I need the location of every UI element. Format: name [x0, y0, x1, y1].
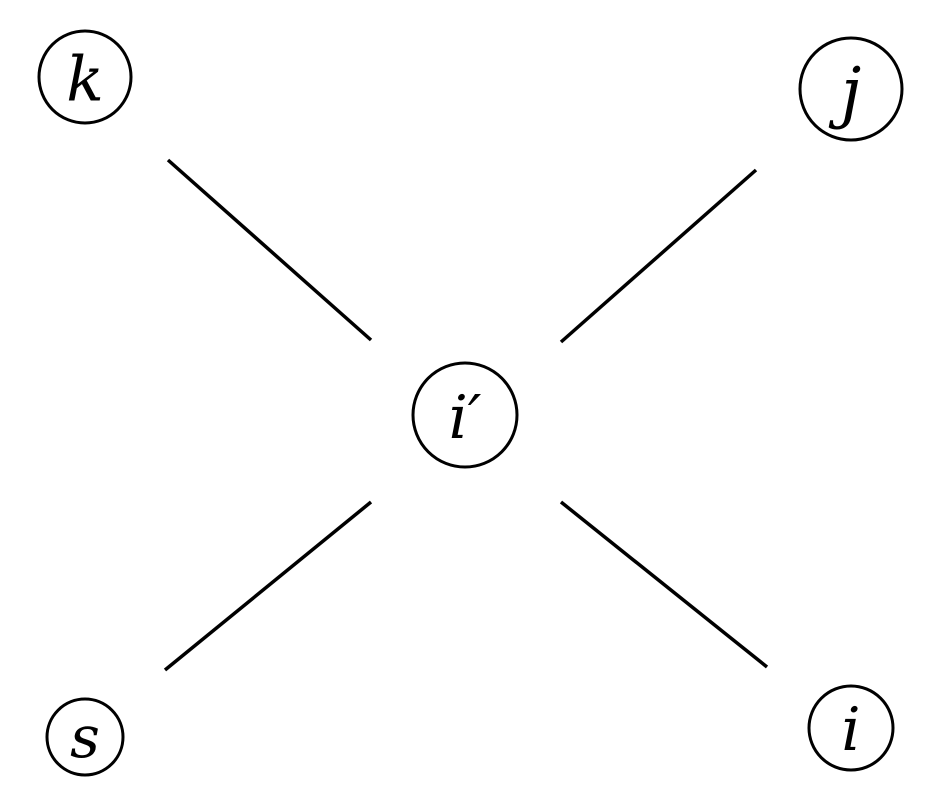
- node-i-circle: [807, 684, 895, 772]
- node-i-prime-label: i′: [449, 383, 482, 453]
- node-i-prime: i′: [411, 361, 519, 469]
- node-k-label: k: [66, 43, 104, 116]
- node-j-label: j: [828, 54, 861, 131]
- node-k-circle: [37, 29, 133, 125]
- edge-i-to-center: [559, 500, 769, 669]
- edge-k-to-center: [166, 158, 373, 342]
- node-j: j: [798, 36, 904, 142]
- node-s: s: [45, 697, 125, 777]
- edge-j-to-center: [559, 168, 758, 344]
- node-i-prime-circle: [411, 361, 519, 469]
- node-i-label: i: [841, 695, 860, 765]
- node-j-circle: [798, 36, 904, 142]
- node-s-circle: [45, 697, 125, 777]
- node-s-label: s: [70, 703, 100, 771]
- edge-s-to-center: [163, 500, 373, 672]
- node-k: k: [37, 29, 133, 125]
- node-i: i: [807, 684, 895, 772]
